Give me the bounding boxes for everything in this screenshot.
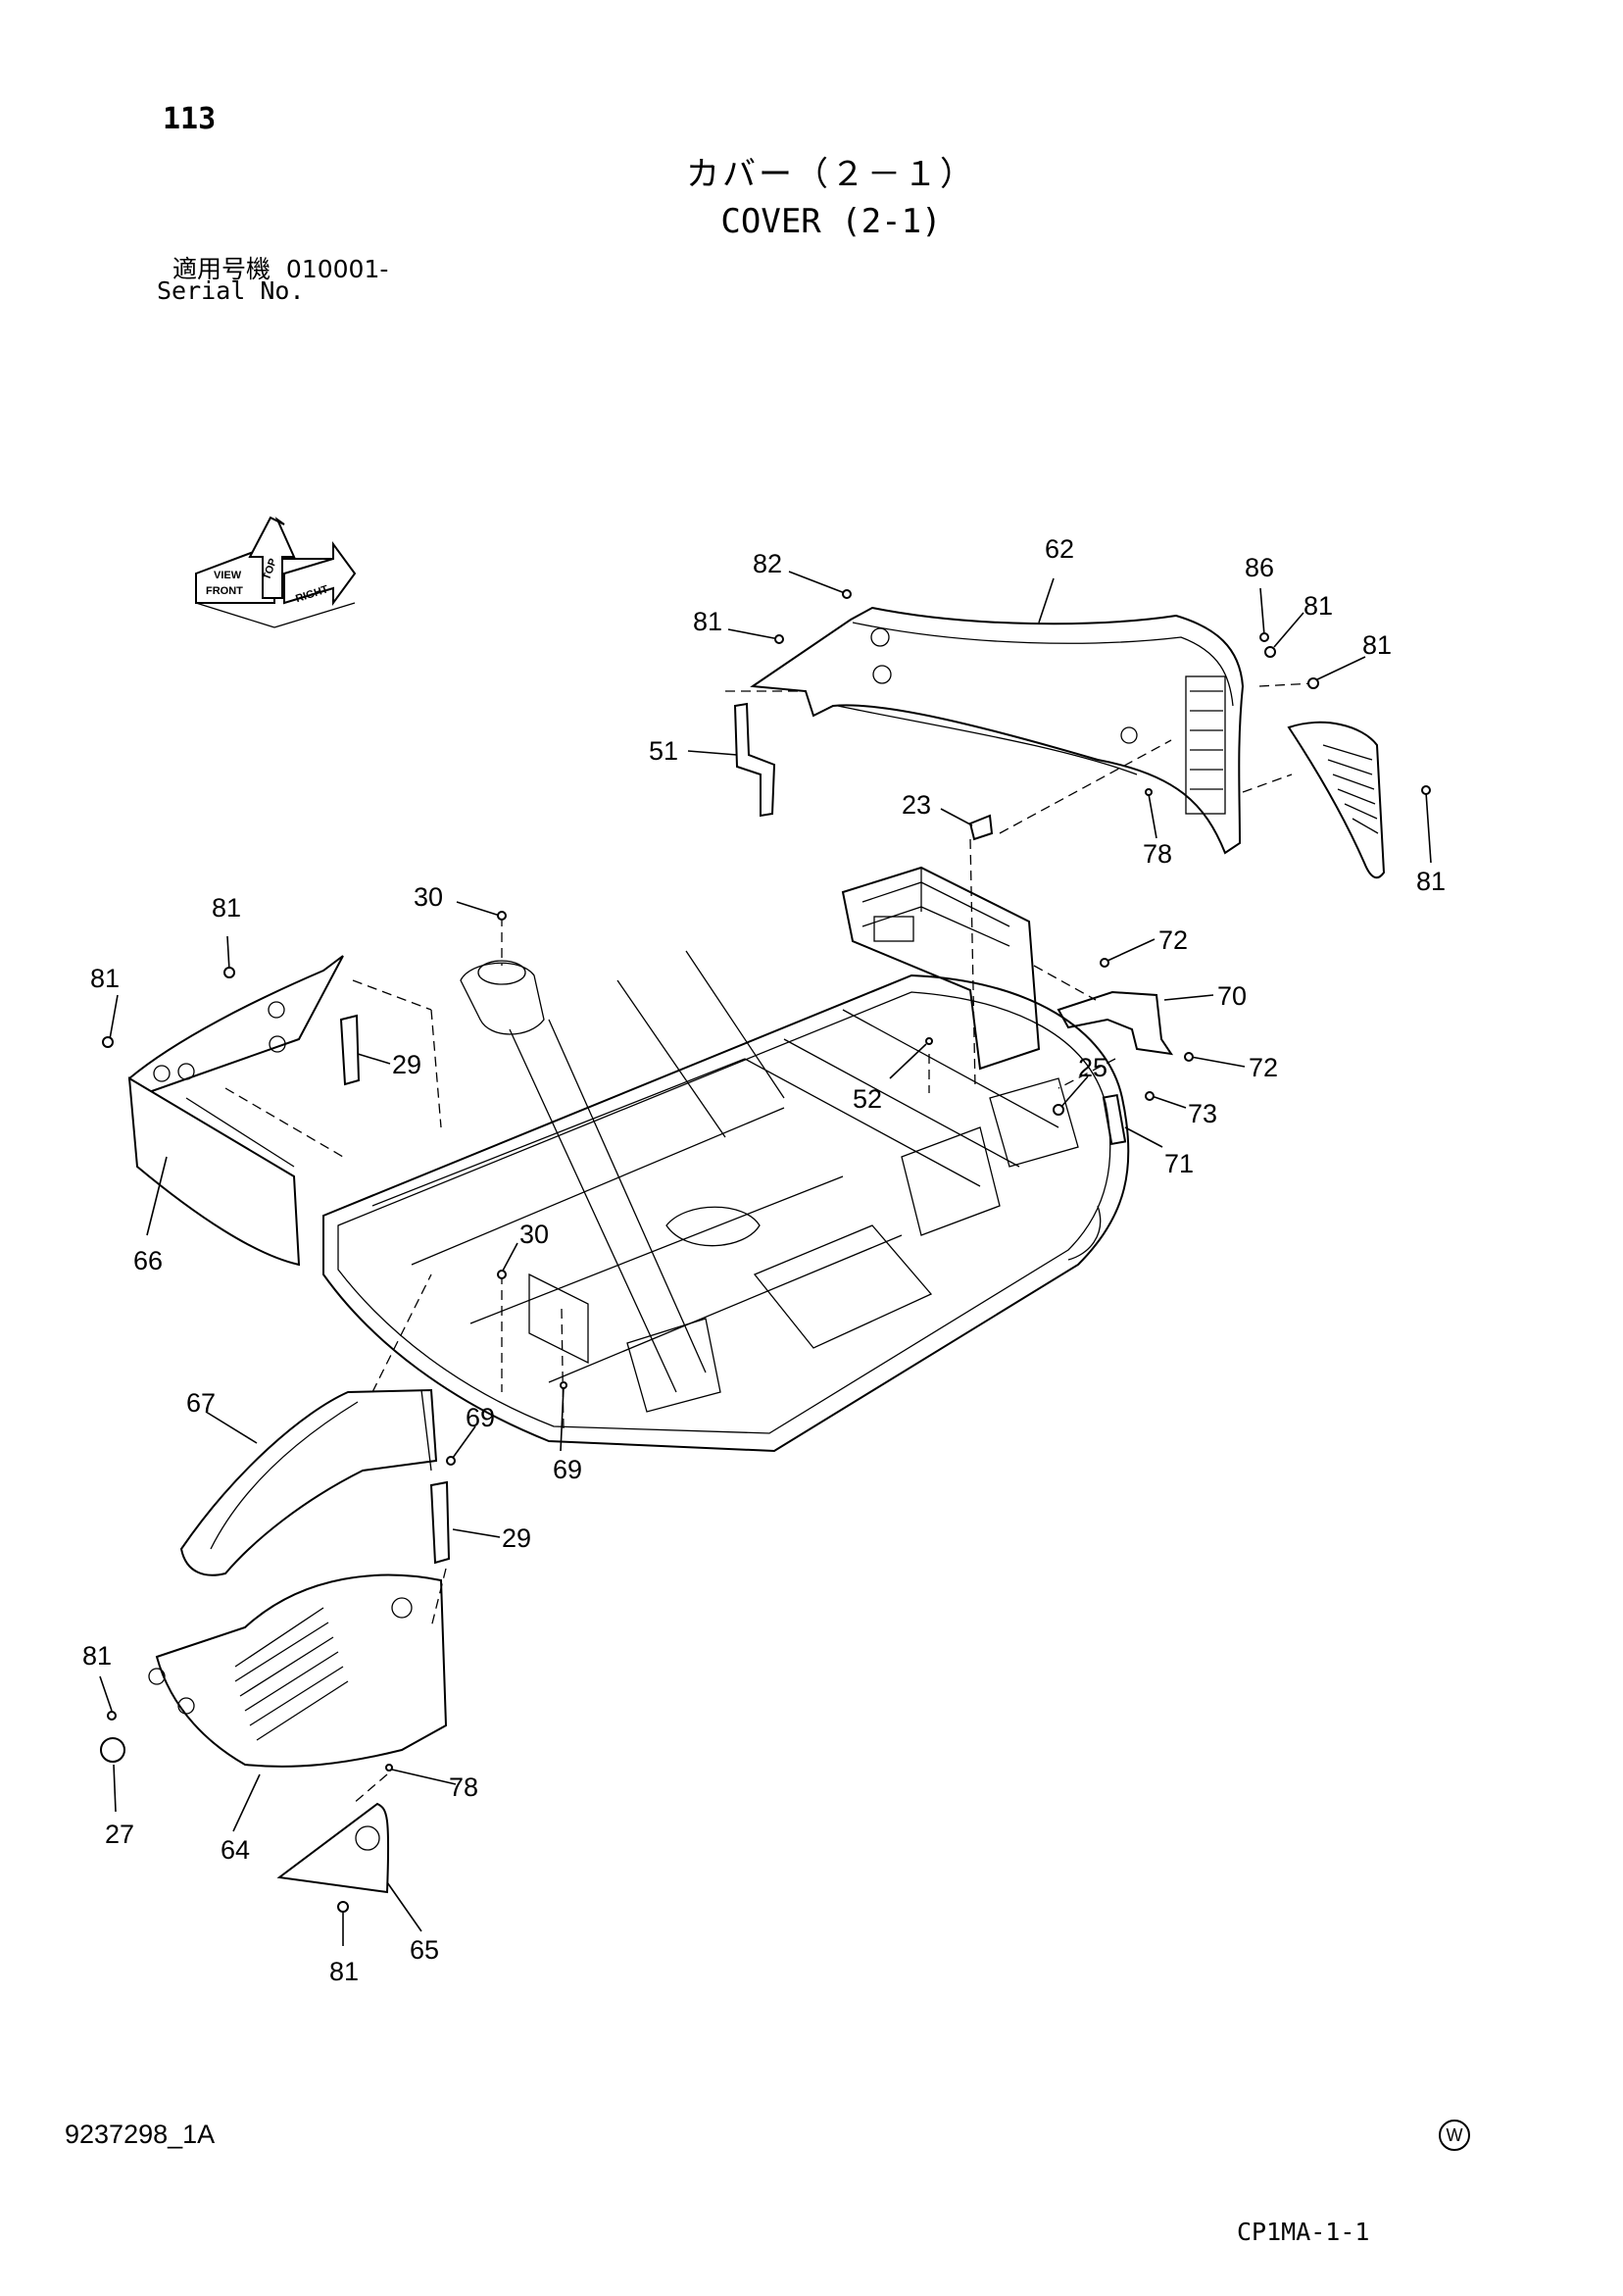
callout-78: 78 bbox=[449, 1772, 478, 1802]
orientation-view-label: VIEW bbox=[214, 570, 242, 581]
sheet-code: CP1MA-1-1 bbox=[1237, 2218, 1370, 2246]
cover-70-part bbox=[1057, 990, 1174, 1056]
callout-81: 81 bbox=[1303, 591, 1333, 621]
serial-value: 010001- bbox=[285, 255, 389, 283]
serial-label-english: Serial No. bbox=[157, 276, 305, 305]
orientation-front-label: FRONT bbox=[206, 585, 243, 597]
callout-81: 81 bbox=[693, 607, 722, 636]
callout-78: 78 bbox=[1143, 839, 1172, 869]
serial-label-japanese: 適用号機 bbox=[172, 255, 271, 283]
alignment-lines bbox=[224, 682, 1314, 1805]
callout-69: 69 bbox=[553, 1455, 582, 1484]
document-number: 9237298_1A bbox=[65, 2120, 216, 2149]
callout-29: 29 bbox=[502, 1523, 531, 1553]
callout-72: 72 bbox=[1249, 1053, 1278, 1082]
cover-66-part bbox=[127, 955, 344, 1267]
upper-frame-part bbox=[841, 866, 1041, 1071]
callout-67: 67 bbox=[186, 1388, 216, 1418]
callout-25: 25 bbox=[1078, 1053, 1107, 1082]
duct-67-part bbox=[179, 1388, 438, 1576]
callout-82: 82 bbox=[753, 549, 782, 578]
bracket-51-part bbox=[733, 702, 776, 818]
callout-52: 52 bbox=[853, 1084, 882, 1114]
serial-row-japanese: 適用号機 010001- bbox=[172, 250, 388, 285]
leader-lines bbox=[99, 571, 1432, 1946]
bracket-29-upper-part bbox=[339, 1014, 361, 1086]
callout-30: 30 bbox=[519, 1220, 549, 1249]
orientation-indicator: FRONT VIEW TOP RIGHT bbox=[195, 516, 357, 628]
callout-86: 86 bbox=[1245, 553, 1274, 582]
page-title-japanese: カバー（２－１） bbox=[686, 155, 976, 194]
callout-73: 73 bbox=[1188, 1099, 1217, 1128]
page-title-english: COVER (2-1) bbox=[720, 202, 942, 241]
callout-65: 65 bbox=[410, 1935, 439, 1965]
callout-70: 70 bbox=[1217, 981, 1247, 1011]
callout-81: 81 bbox=[1416, 867, 1446, 896]
callout-81: 81 bbox=[1362, 630, 1392, 660]
circled-w-mark: W bbox=[1439, 2120, 1470, 2151]
cover-65-part bbox=[276, 1802, 390, 1894]
callout-72: 72 bbox=[1158, 925, 1188, 955]
callout-62: 62 bbox=[1045, 534, 1074, 564]
bracket-23-part bbox=[968, 814, 994, 841]
callout-69: 69 bbox=[466, 1403, 495, 1432]
callout-64: 64 bbox=[221, 1835, 250, 1865]
fasteners bbox=[102, 589, 1431, 1913]
callout-81: 81 bbox=[82, 1641, 112, 1671]
cap-27-part bbox=[100, 1737, 125, 1763]
callout-51: 51 bbox=[649, 736, 678, 766]
main-frame-part bbox=[322, 950, 1130, 1453]
bracket-29-lower-part bbox=[429, 1480, 451, 1565]
callout-23: 23 bbox=[902, 790, 931, 820]
callout-30: 30 bbox=[414, 882, 443, 912]
callout-66: 66 bbox=[133, 1246, 163, 1275]
side-grille-part bbox=[1287, 721, 1386, 879]
callout-29: 29 bbox=[392, 1050, 421, 1079]
callout-81: 81 bbox=[329, 1957, 359, 1986]
callout-27: 27 bbox=[105, 1820, 134, 1849]
callout-labels: 82 62 86 81 81 81 51 23 78 81 30 81 81 2… bbox=[82, 534, 1446, 1986]
side-cover-64-part bbox=[148, 1573, 448, 1768]
callout-71: 71 bbox=[1164, 1149, 1194, 1178]
page-number: 113 bbox=[163, 102, 217, 136]
callout-81: 81 bbox=[212, 893, 241, 923]
rear-cover-part bbox=[750, 606, 1245, 855]
plate-71-part bbox=[1102, 1093, 1127, 1146]
callout-81: 81 bbox=[90, 964, 120, 993]
